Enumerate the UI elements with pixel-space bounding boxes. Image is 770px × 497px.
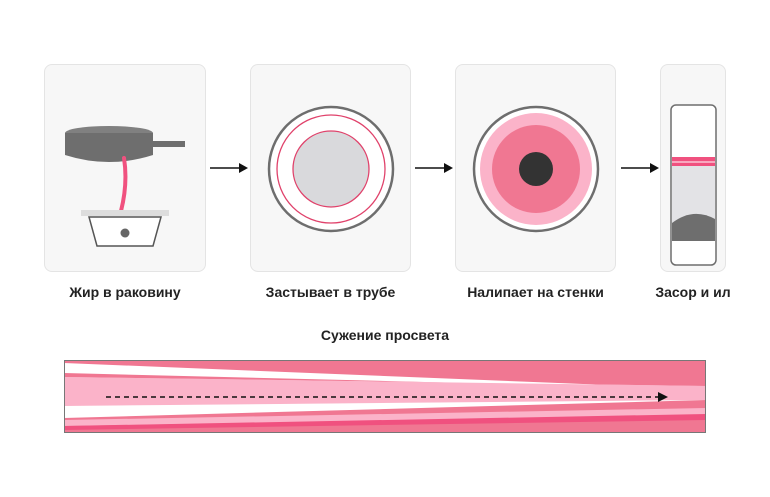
lumen-title: Сужение просвета <box>320 327 450 343</box>
arrow-right-icon <box>210 163 248 173</box>
step-card-congeal <box>250 64 411 272</box>
pipe-cross-section-icon <box>472 105 600 233</box>
lumen-narrowing-bar <box>64 360 706 433</box>
pipe-cross-section-icon <box>267 105 395 233</box>
arrow-right-icon <box>658 392 668 402</box>
frying-pan-icon <box>65 126 185 162</box>
step-card-sink <box>44 64 206 272</box>
arrow-right-icon <box>621 163 659 173</box>
step-label-4: Засор и ил <box>655 284 731 300</box>
arrow-right-icon <box>415 163 453 173</box>
step-card-walls <box>455 64 616 272</box>
step-card-clog <box>660 64 726 272</box>
grease-stream <box>119 156 128 213</box>
sink-icon <box>81 210 169 247</box>
step-label-2: Застывает в трубе <box>265 284 396 300</box>
pipe-tube-icon <box>670 104 717 266</box>
step-label-1: Жир в раковину <box>69 284 181 300</box>
step-label-3: Налипает на стенки <box>467 284 604 300</box>
pan-and-sink-illustration <box>65 126 185 247</box>
